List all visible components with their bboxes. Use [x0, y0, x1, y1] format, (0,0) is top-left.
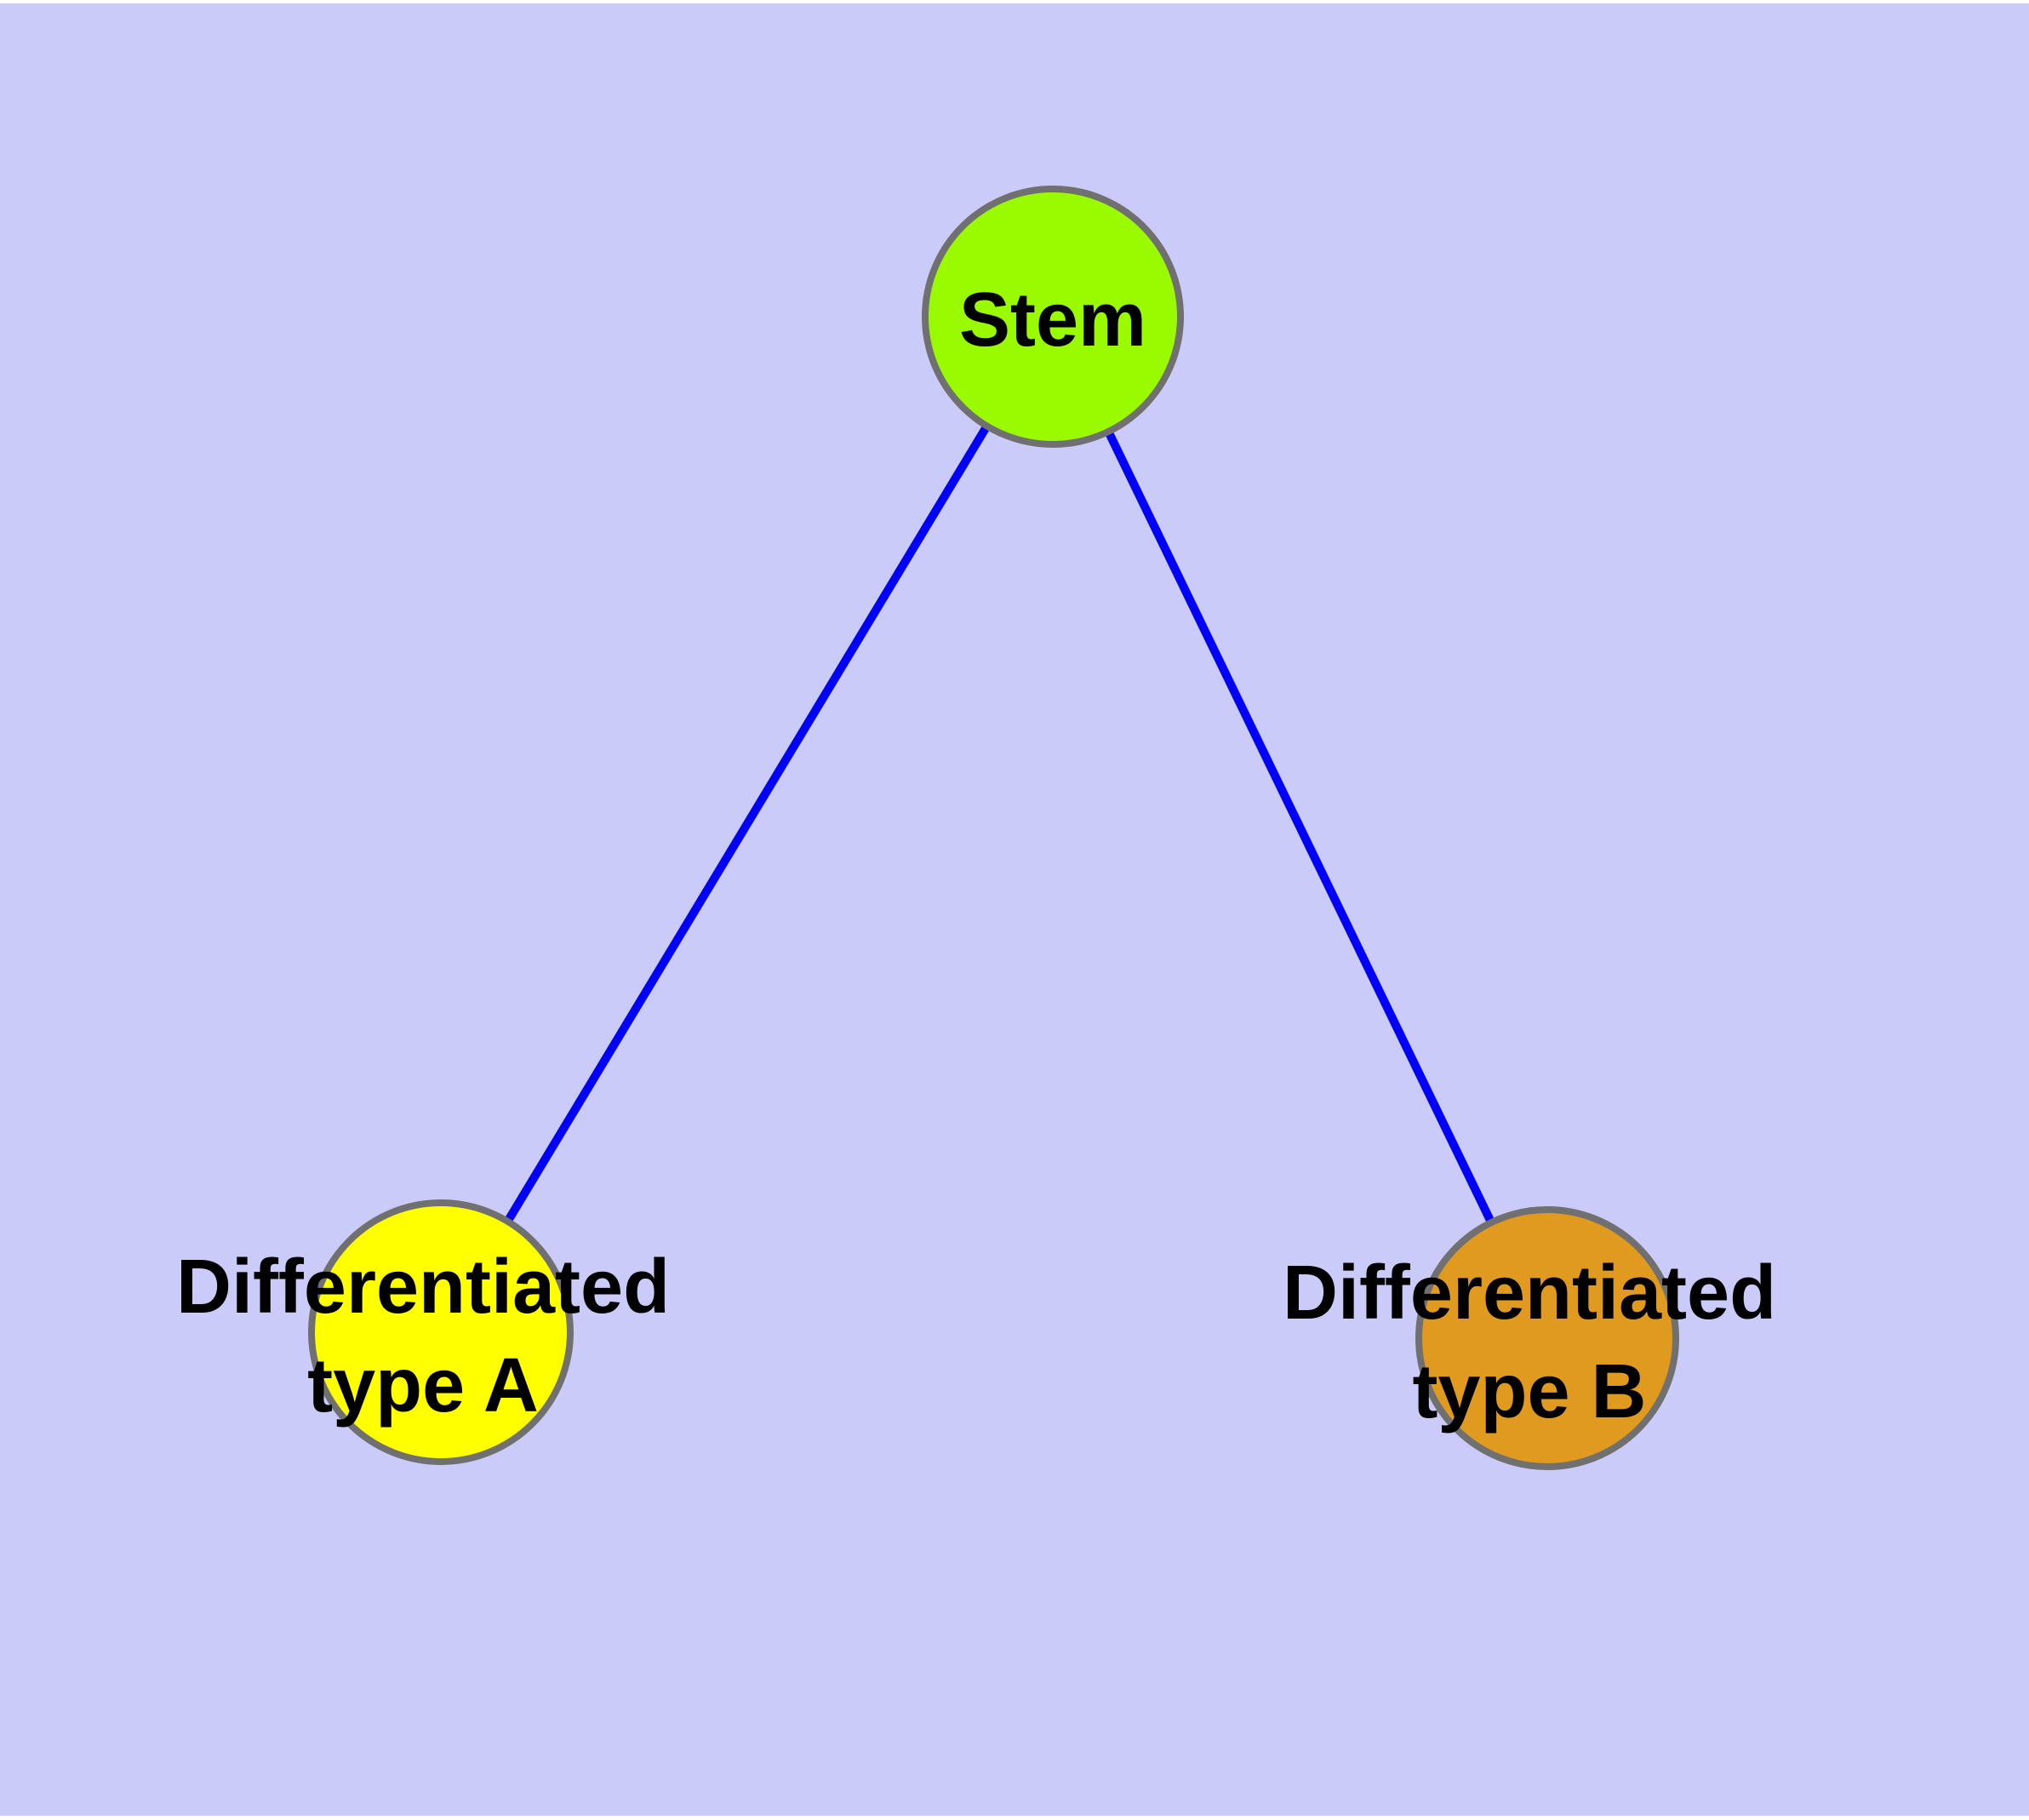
type-a-node-circle	[308, 1199, 574, 1465]
stem-node-circle	[922, 186, 1184, 448]
edge-stem-to-type-b	[1049, 314, 1552, 1341]
type-b-node-circle	[1415, 1206, 1679, 1470]
edge-stem-to-type-a	[437, 314, 1057, 1335]
